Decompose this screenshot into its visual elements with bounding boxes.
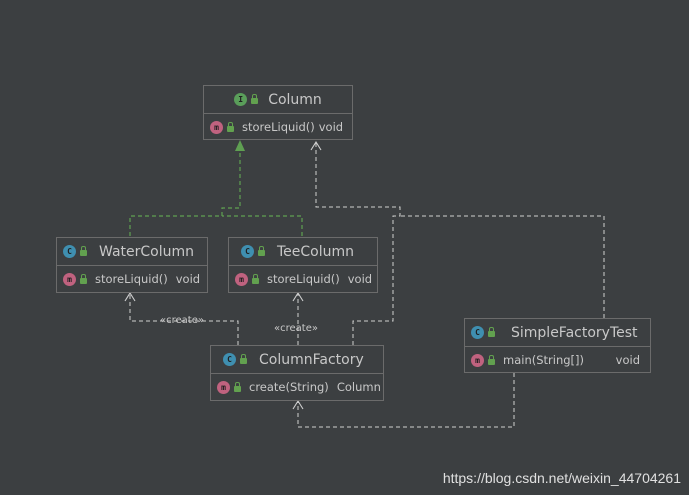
lock-icon xyxy=(252,273,259,284)
method-icon: m xyxy=(235,272,248,286)
lock-icon xyxy=(234,381,241,392)
member-name: create(String) xyxy=(249,380,329,394)
class-tee-column-name: TeeColumn xyxy=(277,243,355,260)
realization-water-to-column xyxy=(129,143,241,236)
lock-icon xyxy=(240,354,247,364)
arrowhead-factory xyxy=(292,399,304,410)
lock-icon xyxy=(258,246,265,256)
realization-lines xyxy=(129,143,303,236)
member-row[interactable]: m create(String) Column xyxy=(211,374,383,400)
member-name: main(String[]) xyxy=(503,353,584,367)
realization-arrowhead xyxy=(235,140,245,151)
dep-factory-to-column xyxy=(315,143,401,345)
member-row[interactable]: m storeLiquid() void xyxy=(57,266,207,292)
class-water-column[interactable]: C WaterColumn m storeLiquid() void xyxy=(56,237,208,293)
arrowhead-water xyxy=(124,291,136,302)
class-simple-factory-test-name: SimpleFactoryTest xyxy=(511,324,638,341)
arrowhead-tee xyxy=(292,291,304,302)
class-simple-factory-test-header: C SimpleFactoryTest xyxy=(465,319,650,347)
member-type: Column xyxy=(336,380,381,394)
member-name: storeLiquid() xyxy=(267,272,340,286)
member-type: void xyxy=(347,272,373,286)
method-icon: m xyxy=(63,272,76,286)
dep-factory-to-water xyxy=(129,294,239,345)
class-column-factory-header: C ColumnFactory xyxy=(211,346,383,374)
member-type: void xyxy=(318,120,344,134)
lock-icon xyxy=(80,273,87,284)
lock-icon xyxy=(251,94,259,104)
create-label-water: «create» xyxy=(160,315,204,326)
dep-test-to-factory xyxy=(297,373,515,428)
lock-icon xyxy=(227,121,234,132)
member-name: storeLiquid() xyxy=(95,272,168,286)
member-row[interactable]: m main(String[]) void xyxy=(465,347,650,373)
dep-test-to-column xyxy=(400,215,605,318)
member-type: void xyxy=(175,272,201,286)
lock-icon xyxy=(80,246,87,256)
class-tee-column-header: C TeeColumn xyxy=(229,238,377,266)
class-water-column-header: C WaterColumn xyxy=(57,238,207,266)
dependency-lines xyxy=(129,143,605,428)
realization-tee-to-column xyxy=(222,215,303,236)
dependency-arrowheads xyxy=(124,140,322,410)
class-column[interactable]: I Column m storeLiquid() void xyxy=(203,85,353,140)
lock-icon xyxy=(488,327,495,337)
member-type: void xyxy=(615,353,640,367)
class-tee-column[interactable]: C TeeColumn m storeLiquid() void xyxy=(228,237,378,293)
create-label-tee: «create» xyxy=(274,323,318,334)
member-row[interactable]: m storeLiquid() void xyxy=(204,114,352,140)
class-column-name: Column xyxy=(268,91,322,108)
method-icon: m xyxy=(210,120,223,134)
arrowhead-column xyxy=(310,140,322,151)
class-icon: C xyxy=(471,326,484,339)
class-column-factory[interactable]: C ColumnFactory m create(String) Column xyxy=(210,345,384,401)
class-icon: C xyxy=(63,245,76,258)
watermark-text: https://blog.csdn.net/weixin_44704261 xyxy=(442,470,681,486)
class-icon: C xyxy=(223,353,236,366)
class-column-header: I Column xyxy=(204,86,352,114)
method-icon: m xyxy=(471,353,484,367)
method-icon: m xyxy=(217,380,230,394)
class-water-column-name: WaterColumn xyxy=(99,243,194,260)
lock-icon xyxy=(488,354,495,365)
class-column-factory-name: ColumnFactory xyxy=(259,351,364,368)
interface-icon: I xyxy=(234,93,248,106)
member-row[interactable]: m storeLiquid() void xyxy=(229,266,377,292)
class-simple-factory-test[interactable]: C SimpleFactoryTest m main(String[]) voi… xyxy=(464,318,651,373)
member-name: storeLiquid() xyxy=(242,120,315,134)
class-icon: C xyxy=(241,245,254,258)
